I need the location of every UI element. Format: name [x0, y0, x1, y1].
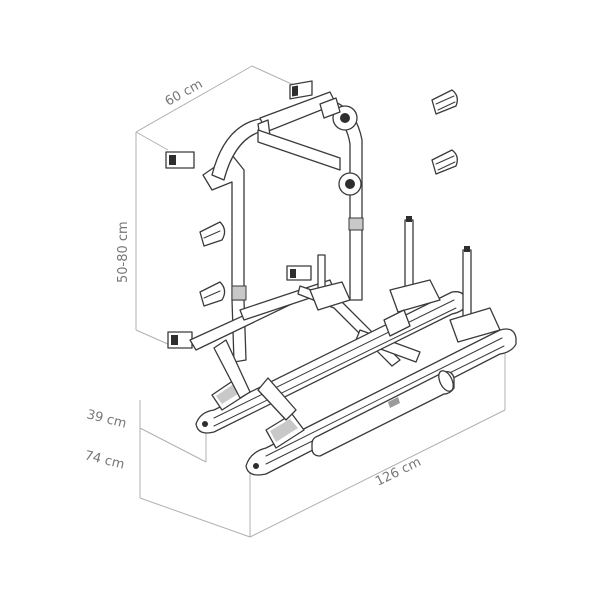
lower-height-label: 39 cm — [85, 407, 128, 431]
dimension-lines — [135, 65, 506, 538]
width-label: 126 cm — [373, 455, 423, 490]
center-strut — [213, 339, 297, 421]
total-height-label: 74 cm — [83, 448, 126, 472]
clamp-post-right-front — [449, 246, 501, 343]
wall-bracket-bottom-left — [167, 331, 193, 349]
wall-bracket-top-right — [289, 80, 313, 100]
wall-bracket-bottom-right — [286, 265, 312, 281]
spare-strap-icon-2 — [431, 149, 458, 175]
spare-strap-icon-1 — [431, 89, 458, 115]
upright-clamp-icon-1 — [199, 221, 226, 247]
frame-clamp-lower — [338, 172, 362, 196]
upright-clamp-icon-2 — [199, 281, 226, 307]
height-range-label: 50-80 cm — [116, 221, 131, 283]
wheel-chock-center — [383, 309, 411, 337]
clamp-post-center — [309, 254, 351, 311]
wall-bracket-top-left — [165, 151, 195, 169]
frame-clamp-upper — [319, 97, 358, 131]
wheel-chock-left-front — [265, 413, 305, 449]
clamp-post-right-back — [389, 216, 441, 313]
crossbar-cylinder — [311, 370, 455, 457]
upper-frame — [202, 91, 364, 363]
